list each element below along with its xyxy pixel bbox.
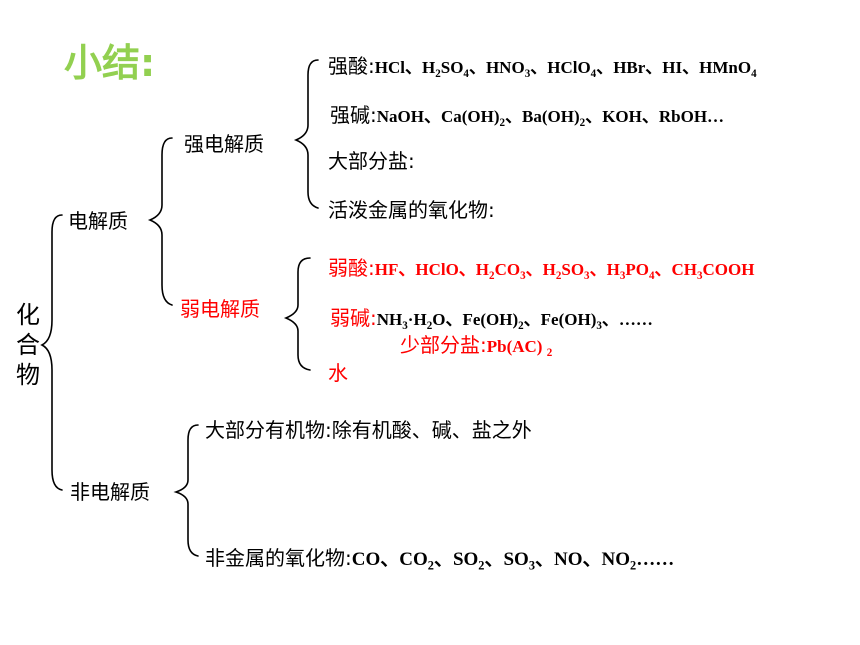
strong-electrolyte-label: 强电解质	[184, 132, 264, 156]
non-electrolyte-brace	[173, 424, 199, 557]
strong-base-formulas: NaOH、Ca(OH)2、Ba(OH)2、KOH、RbOH…	[376, 107, 725, 129]
non-electrolyte-label: 非电解质	[70, 480, 150, 504]
electrolyte-label: 电解质	[68, 209, 128, 233]
strong-oxide-label: 活泼金属的氧化物:	[328, 198, 495, 222]
strong-acid-row: 强酸:HCl、H2SO4、HNO3、HClO4、HBr、HI、HMnO4	[328, 50, 757, 79]
organic-label: 大部分有机物:除有机酸、碱、盐之外	[205, 418, 532, 442]
weak-salt-label: 少部分盐:	[400, 333, 487, 357]
weak-base-formulas: NH3·H2O、Fe(OH)2、Fe(OH)3、……	[376, 310, 653, 332]
weak-acid-label: 弱酸:	[328, 256, 375, 280]
root-label: 化合物	[16, 301, 40, 389]
nonmetal-oxide-row: 非金属的氧化物:CO、CO2、SO2、SO3、NO、NO2……	[205, 542, 674, 571]
electrolyte-brace	[147, 137, 173, 306]
strong-acid-formulas: HCl、H2SO4、HNO3、HClO4、HBr、HI、HMnO4	[374, 58, 757, 80]
slide-title: 小结:	[64, 41, 156, 85]
strong-acid-label: 强酸:	[328, 54, 375, 78]
strong-salt-label: 大部分盐:	[328, 149, 415, 173]
weak-salt-row: 少部分盐:Pb(AC) 2	[400, 329, 552, 358]
water-label: 水	[328, 361, 348, 385]
weak-base-label: 弱碱:	[330, 306, 377, 330]
strong-base-row: 强碱:NaOH、Ca(OH)2、Ba(OH)2、KOH、RbOH…	[330, 99, 724, 128]
weak-base-row: 弱碱:NH3·H2O、Fe(OH)2、Fe(OH)3、……	[330, 302, 653, 331]
nonmetal-oxide-formulas: CO、CO2、SO2、SO3、NO、NO2……	[351, 549, 675, 573]
strong-base-label: 强碱:	[330, 103, 377, 127]
weak-acid-row: 弱酸:HF、HClO、H2CO3、H2SO3、H3PO4、CH3COOH	[328, 252, 754, 281]
weak-acid-formulas: HF、HClO、H2CO3、H2SO3、H3PO4、CH3COOH	[374, 260, 755, 282]
weak-salt-formulas: Pb(AC) 2	[486, 337, 553, 359]
weak-brace	[283, 257, 311, 371]
weak-electrolyte-label: 弱电解质	[180, 297, 260, 321]
root-brace	[40, 214, 63, 491]
nonmetal-oxide-label: 非金属的氧化物:	[205, 546, 352, 570]
strong-brace	[293, 59, 319, 209]
